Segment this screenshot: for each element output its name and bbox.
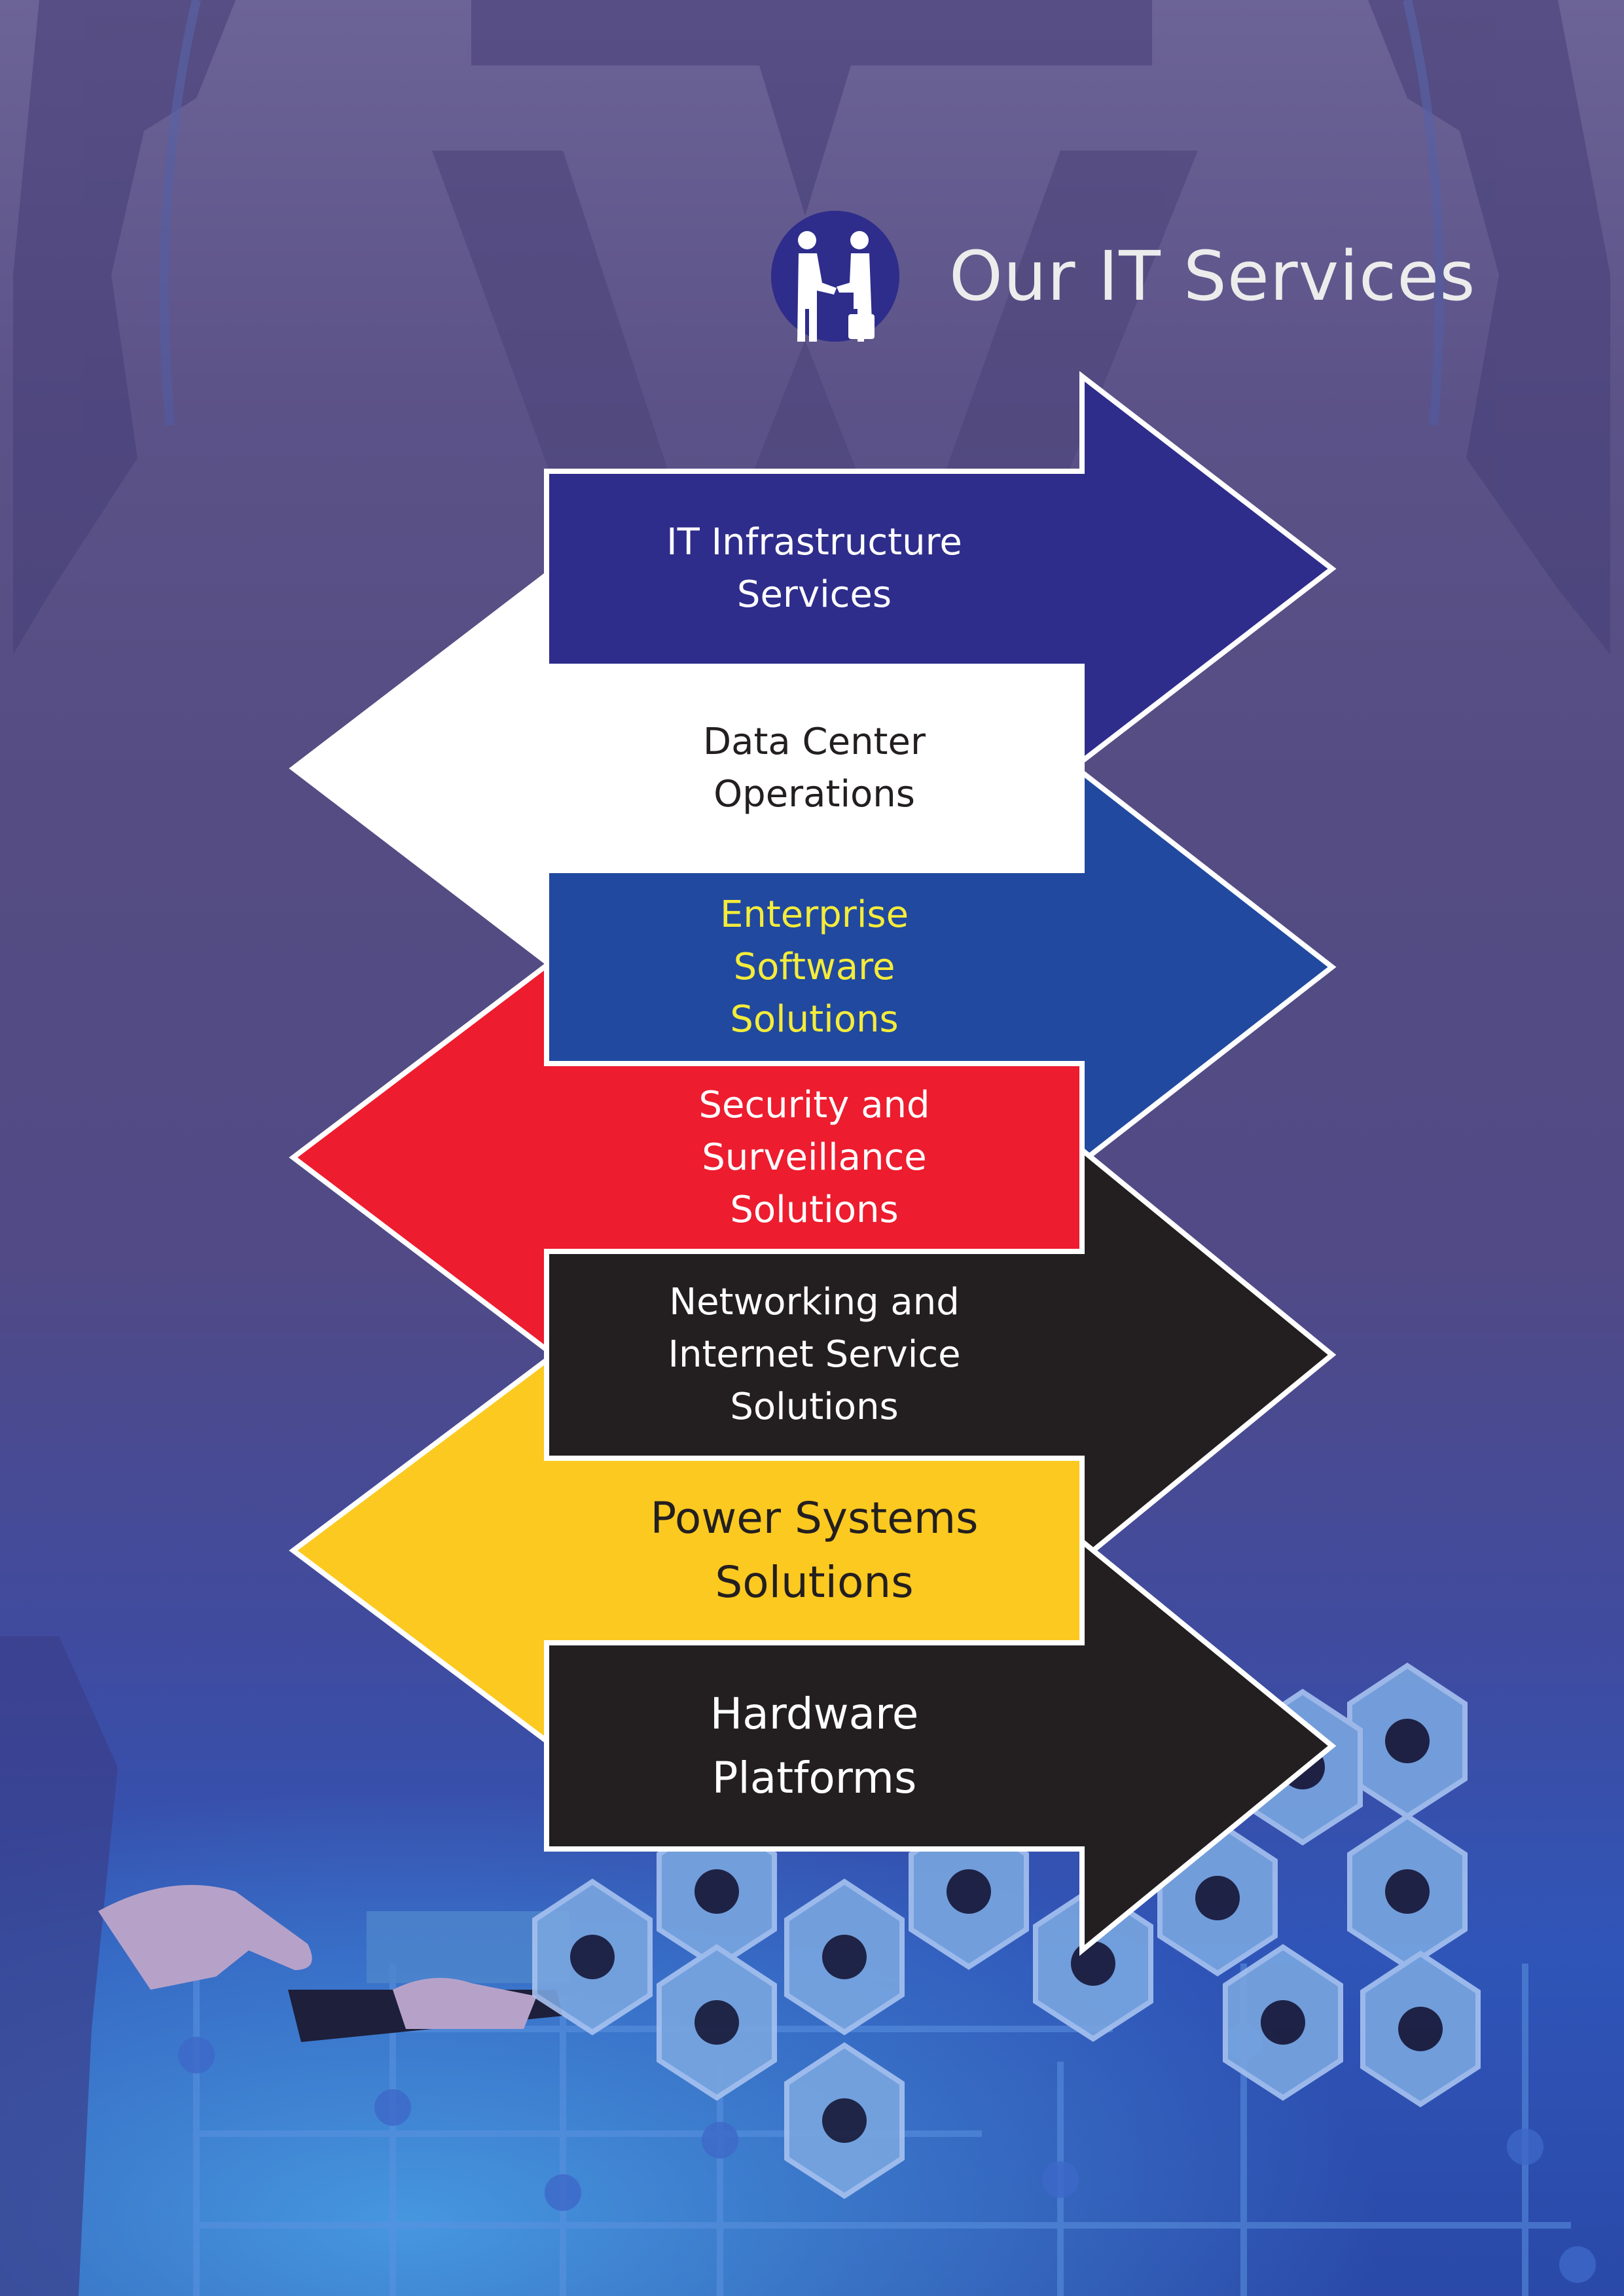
service-label-line: Surveillance (702, 1136, 927, 1179)
service-arrow-7-right (544, 1535, 1337, 1956)
hand-tablet-image (0, 1636, 569, 2296)
person-icon (1261, 2000, 1305, 2045)
flask-icon (822, 1935, 867, 1979)
header: Our IT Services (771, 211, 1475, 342)
service-label-line: Solutions (730, 1386, 899, 1428)
brain-gear-icon (1195, 1876, 1240, 1920)
truck-icon (822, 2098, 867, 2143)
service-label-line: Power Systems (650, 1493, 979, 1543)
service-label-line: Solutions (730, 1188, 899, 1231)
handshake-icon (1398, 2007, 1443, 2051)
service-label-line: Operations (713, 773, 915, 816)
service-label-line: Solutions (730, 997, 899, 1041)
service-label-line: Networking and (669, 1281, 960, 1323)
worker-icon (695, 2000, 739, 2045)
chip-icon (947, 1869, 991, 1914)
circuit-nodes (178, 2024, 1596, 2283)
service-label-line: Services (736, 573, 892, 616)
handshake-people-icon (771, 211, 899, 342)
service-label-line: Hardware (710, 1688, 919, 1739)
service-label-line: Software (733, 945, 895, 988)
service-label-line: Enterprise (719, 893, 909, 936)
page-title: Our IT Services (949, 236, 1476, 316)
service-label-line: Security and (698, 1083, 930, 1126)
service-label-line: Internet Service (668, 1333, 961, 1376)
world-map-icon (695, 1869, 739, 1914)
service-label-line: Data Center (703, 721, 926, 763)
service-label-line: IT Infrastructure (666, 521, 962, 564)
pie-chart-icon (570, 1935, 615, 1979)
service-label-line: Platforms (712, 1752, 917, 1803)
service-label-line: Solutions (715, 1557, 914, 1607)
at-sign-icon (1385, 1869, 1430, 1914)
monitor-icon (1385, 1719, 1430, 1763)
